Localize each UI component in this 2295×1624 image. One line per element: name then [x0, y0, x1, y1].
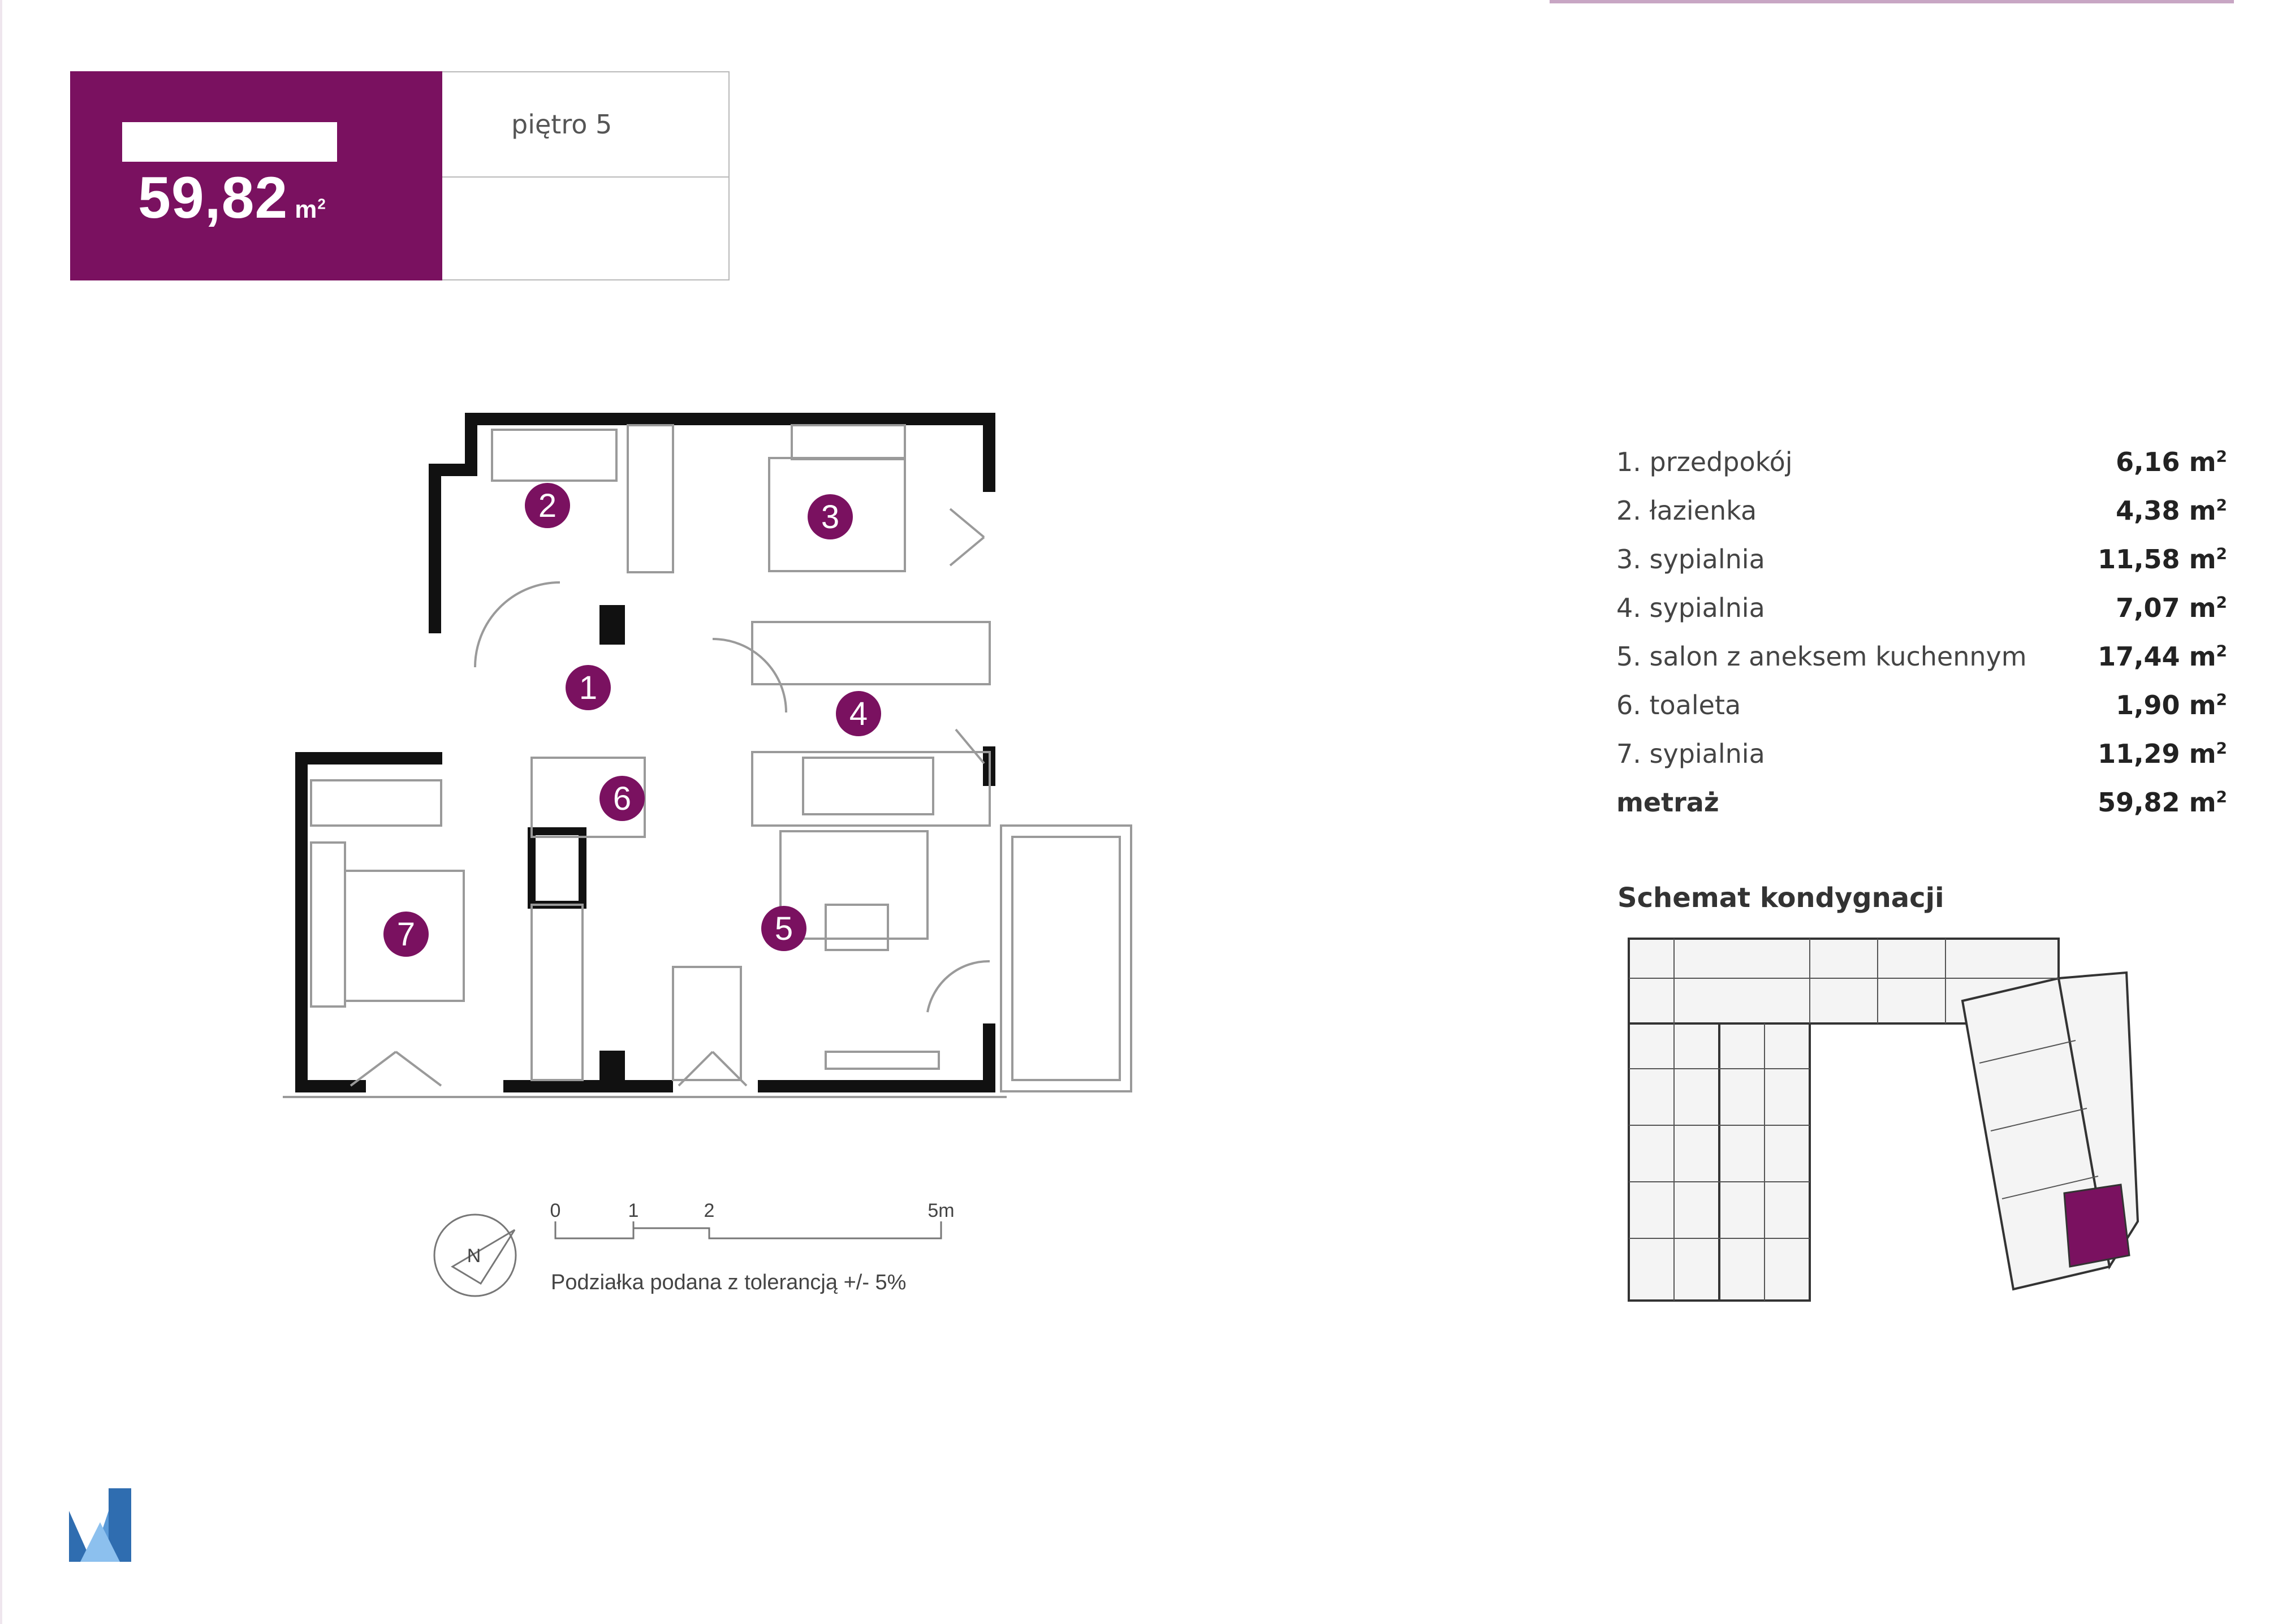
room-label: 4. sypialnia [1616, 593, 1765, 623]
room-marker-3 [808, 494, 853, 539]
scale-tick-1: 1 [628, 1200, 639, 1221]
room-marker-3-label: 3 [821, 499, 839, 535]
room-markers: 2 3 1 4 6 5 7 [383, 483, 881, 957]
room-label: 2. łazienka [1616, 495, 1757, 526]
room-area: 11,29 m2 [2098, 738, 2227, 769]
room-row: 3. sypialnia 11,58 m2 [1616, 544, 2227, 593]
room-marker-7-label: 7 [397, 916, 415, 953]
room-marker-5-label: 5 [775, 910, 793, 947]
room-marker-1-label: 1 [579, 670, 597, 706]
schema-title: Schemat kondygnacji [1617, 882, 1944, 914]
room-row: 2. łazienka 4,38 m2 [1616, 495, 2227, 544]
top-accent-line [1550, 0, 2234, 3]
room-area: 1,90 m2 [2116, 690, 2227, 720]
scale-bar: N 0 1 2 5m Podziałka podana z tolerancją… [433, 1200, 955, 1297]
room-row: 6. toaleta 1,90 m2 [1616, 690, 2227, 738]
compass-icon [433, 1213, 517, 1297]
storey-schema [1628, 938, 2139, 1302]
room-area: 6,16 m2 [2116, 447, 2227, 477]
area-unit: m2 [295, 195, 326, 223]
room-label: 7. sypialnia [1616, 738, 1765, 769]
floor-plan: 2 3 1 4 6 5 7 [283, 413, 1132, 1098]
room-label: 6. toaleta [1616, 690, 1741, 720]
scale-tick-2: 2 [704, 1200, 715, 1221]
room-area: 4,38 m2 [2116, 495, 2227, 526]
logo-icon [69, 1488, 131, 1562]
room-area: 17,44 m2 [2098, 641, 2227, 672]
compass-letter: N [467, 1245, 481, 1267]
room-area: 11,58 m2 [2098, 544, 2227, 575]
floor-info-box: piętro 5 [442, 71, 730, 280]
plan-walls [295, 413, 995, 1092]
room-marker-2-label: 2 [538, 487, 557, 524]
left-border-line [0, 0, 2, 1624]
room-row: 1. przedpokój 6,16 m2 [1616, 447, 2227, 495]
room-row: 7. sypialnia 11,29 m2 [1616, 738, 2227, 787]
room-label: 5. salon z aneksem kuchennym [1616, 641, 2027, 672]
room-marker-2 [525, 483, 570, 528]
room-area: 7,07 m2 [2116, 593, 2227, 623]
scale-tick-0: 0 [550, 1200, 561, 1221]
total-area: 59,82 m2 [2098, 787, 2227, 818]
area-value: 59,82 [138, 165, 288, 231]
room-label: 3. sypialnia [1616, 544, 1765, 575]
scale-note: Podziałka podana z tolerancją +/- 5% [551, 1271, 906, 1294]
room-marker-6 [599, 776, 645, 821]
room-marker-1 [566, 665, 611, 710]
scale-tick-5m: 5m [928, 1200, 954, 1221]
room-row: 5. salon z aneksem kuchennym 17,44 m2 [1616, 641, 2227, 690]
room-marker-4 [836, 691, 881, 736]
rooms-table: 1. przedpokój 6,16 m2 2. łazienka 4,38 m… [1616, 447, 2227, 836]
room-label: 1. przedpokój [1616, 447, 1793, 477]
badge-white-bar [122, 122, 337, 162]
total-label: metraż [1616, 787, 1719, 818]
room-marker-4-label: 4 [849, 696, 868, 732]
highlighted-apartment [2063, 1184, 2130, 1268]
room-marker-5 [761, 906, 806, 951]
total-row: metraż 59,82 m2 [1616, 787, 2227, 836]
room-marker-6-label: 6 [613, 780, 631, 817]
room-row: 4. sypialnia 7,07 m2 [1616, 593, 2227, 641]
plan-thin-lines [283, 424, 1132, 1098]
room-marker-7 [383, 912, 429, 957]
floor-label: piętro 5 [442, 72, 728, 178]
